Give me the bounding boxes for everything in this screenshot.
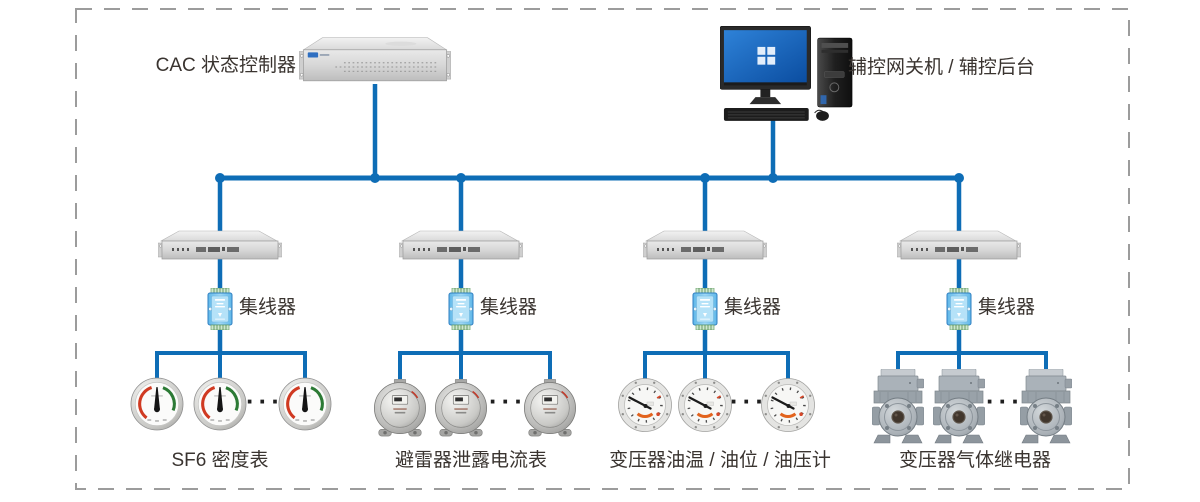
group-label-oil-gauges: 变压器油温 / 油位 / 油压计	[609, 450, 831, 471]
oil-gauge-1	[617, 377, 673, 433]
group-label-gas-relays: 变压器气体继电器	[898, 450, 1052, 471]
hub-label-3: 集线器	[724, 297, 782, 318]
gateway-label: 辅控网关机 / 辅控后台	[848, 57, 1035, 78]
cac-controller-device	[299, 37, 451, 82]
sf6-gauge-3	[278, 377, 332, 431]
gas-relay-3	[1020, 369, 1072, 444]
hub-device-3	[692, 288, 718, 330]
comm-rack-device-3	[643, 230, 767, 260]
comm-rack-device-4	[897, 230, 1021, 260]
hub-label-4: 集线器	[978, 297, 1036, 318]
branch-lines-1	[155, 351, 307, 382]
ellipsis-4: ···	[986, 386, 1024, 416]
hub-device-1	[207, 288, 233, 330]
controller-label: CAC 状态控制器	[155, 55, 296, 76]
gateway-computer-device	[720, 26, 853, 122]
group-label-sf6-gauges: SF6 密度表	[171, 450, 269, 471]
hub-label-1: 集线器	[239, 297, 297, 318]
gas-relay-1	[872, 369, 924, 444]
ellipsis-1: ···	[246, 386, 284, 416]
branch-lines-3	[643, 351, 790, 382]
diagram-dashed-border	[75, 8, 1130, 490]
ellipsis-2: ···	[489, 386, 527, 416]
branch-lines-2	[398, 351, 552, 385]
sf6-gauge-1	[130, 377, 184, 431]
comm-rack-device-1	[158, 230, 282, 260]
oil-gauge-2	[677, 377, 733, 433]
gas-relay-2	[933, 369, 985, 444]
ellipsis-3: ···	[730, 386, 768, 416]
arrester-meter-1	[373, 379, 427, 437]
group-label-arrester-meters: 避雷器泄露电流表	[394, 450, 548, 471]
comm-rack-device-2	[399, 230, 523, 260]
arrester-meter-3	[523, 379, 577, 437]
junction-dots	[215, 173, 964, 183]
hub-device-2	[448, 288, 474, 330]
arrester-meter-2	[434, 379, 488, 437]
sf6-gauge-2	[193, 377, 247, 431]
hub-label-2: 集线器	[480, 297, 538, 318]
hub-device-4	[946, 288, 972, 330]
oil-gauge-3	[760, 377, 816, 433]
